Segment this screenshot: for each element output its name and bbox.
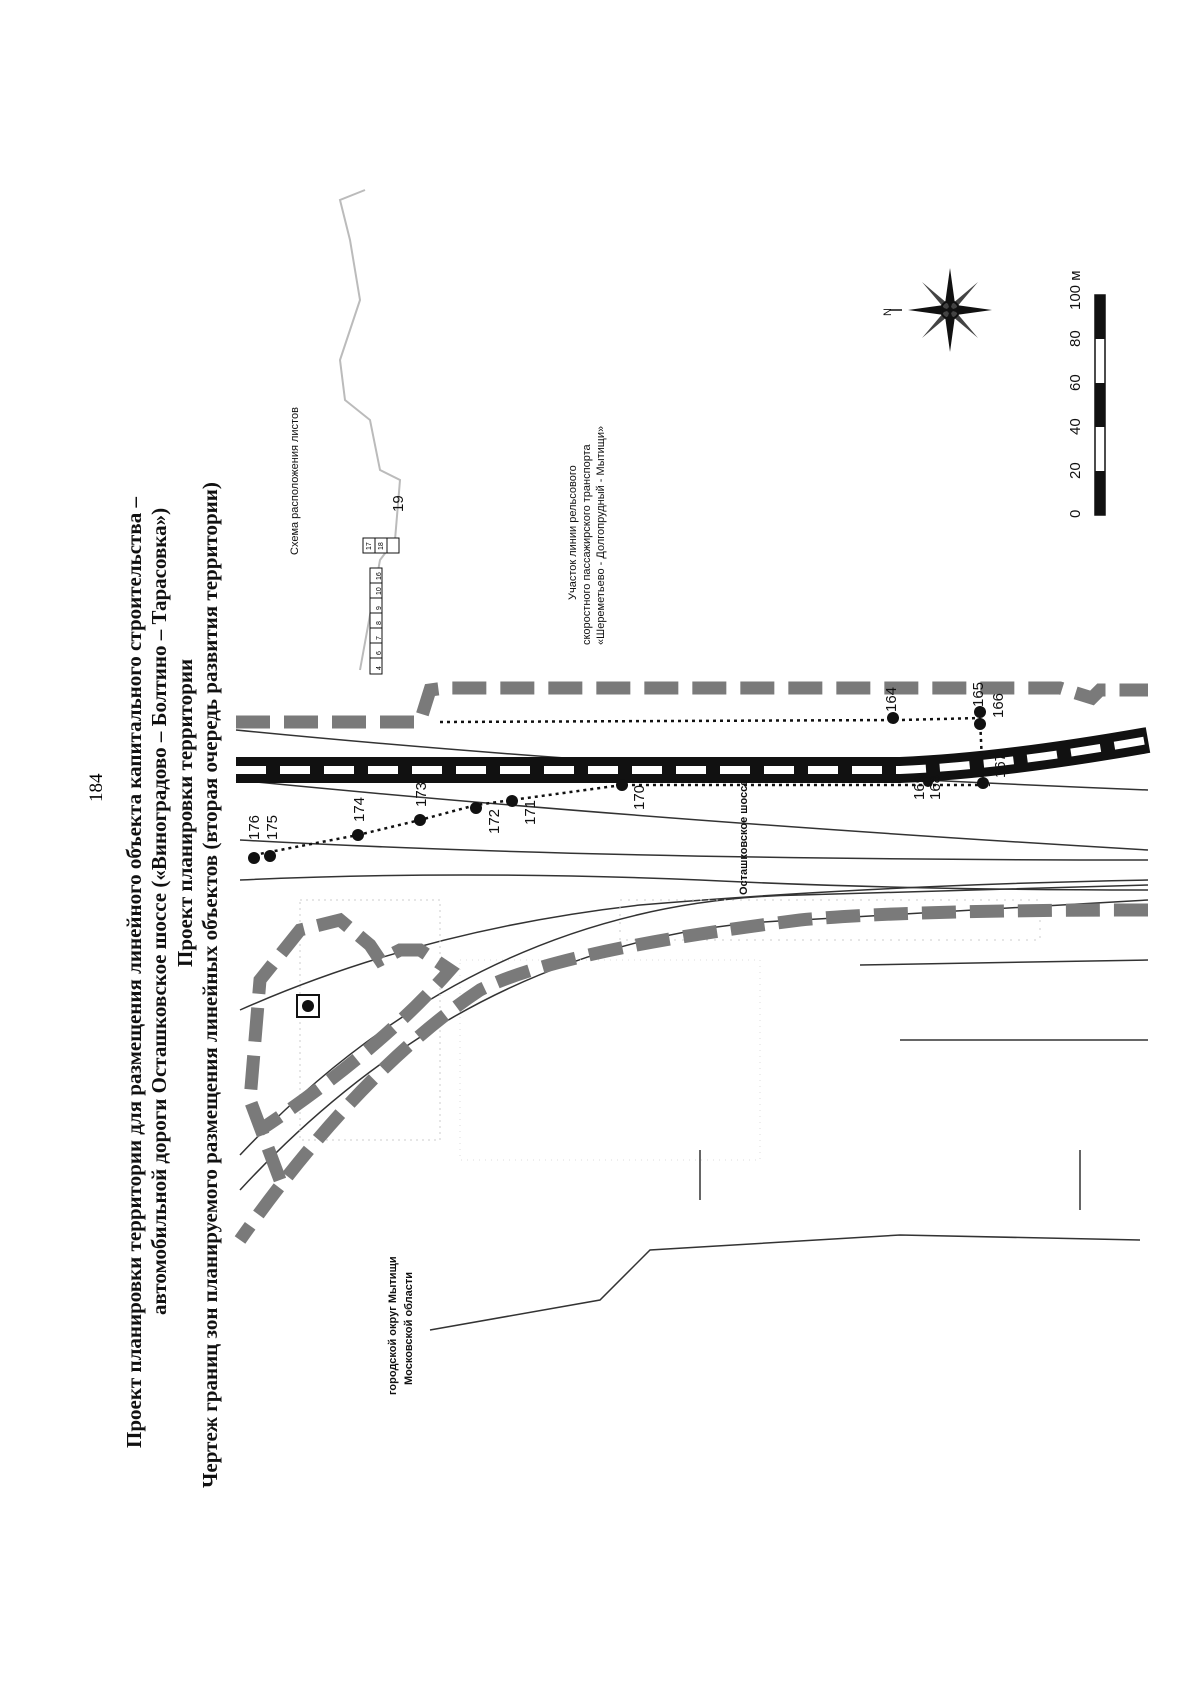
point-171 [506,795,518,807]
point-173 [414,814,426,826]
sheet-scheme [338,189,402,675]
rail-line [236,727,1151,783]
compass-rose-icon [890,268,992,352]
point-172 [470,802,482,814]
road-edges [235,729,1149,1331]
point-167 [977,777,989,789]
point-170 [616,779,628,791]
point-166 [974,718,986,730]
scale-bar [1094,294,1106,516]
survey-detail [299,899,1041,1161]
point-165 [974,706,986,718]
point-markers [248,706,989,864]
point-174 [352,829,364,841]
point-175 [264,850,276,862]
point-164 [887,712,899,724]
zone-boundary [234,681,1149,1244]
point-169 [923,777,933,787]
station-icon [296,994,320,1018]
point-176 [248,852,260,864]
